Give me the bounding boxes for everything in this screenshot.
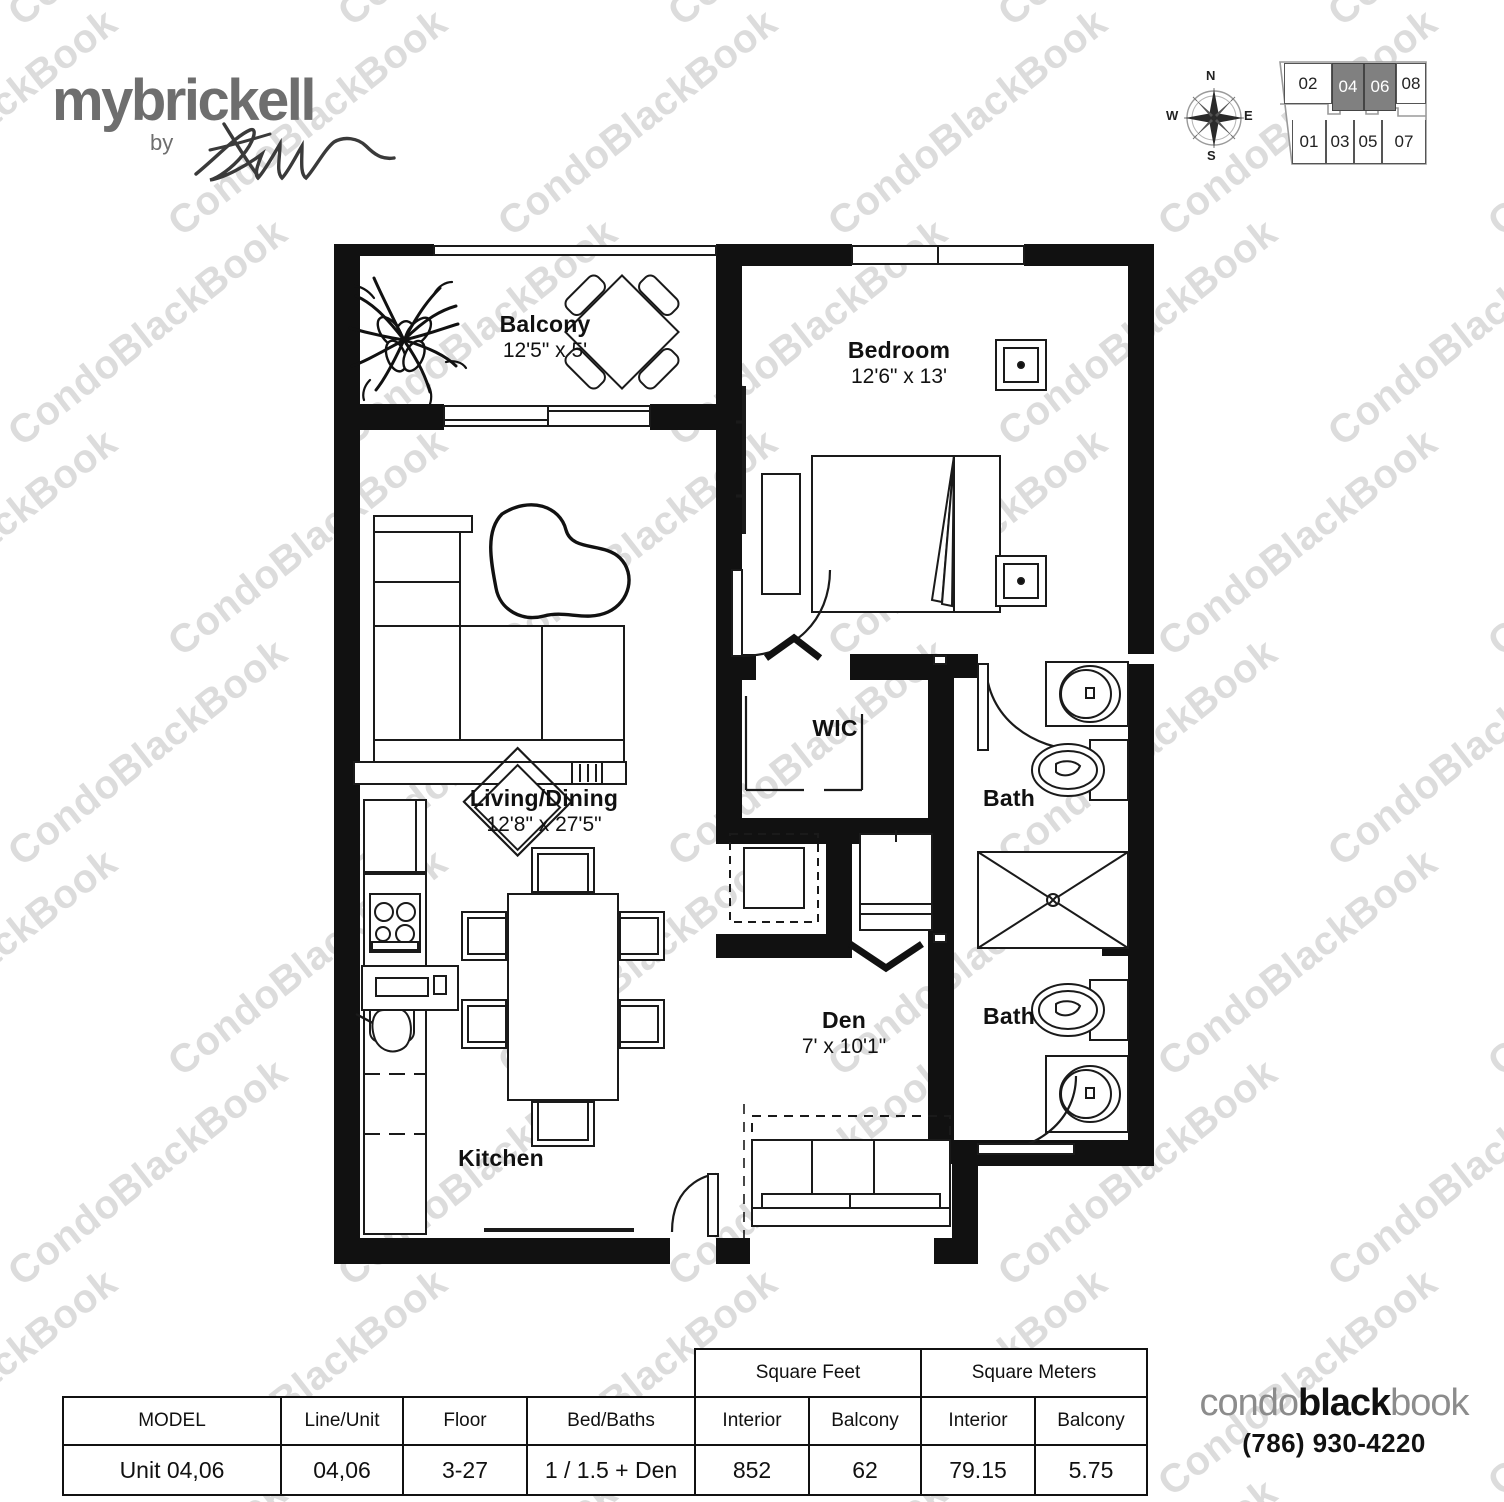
- watermark-text: CondoBlackBook: [1150, 420, 1446, 665]
- column-header-sf-interior: Interior: [694, 1396, 810, 1446]
- key-plan-unit-02[interactable]: 02: [1284, 63, 1332, 104]
- compass-needle-icon: [1184, 88, 1244, 148]
- wall-laundry-divider: [826, 818, 852, 958]
- wall-laundry-bottom-left: [716, 934, 828, 958]
- watermark-text: CondoBlackBook: [1480, 0, 1504, 245]
- wall-balcony-right: [716, 244, 742, 416]
- wall-bath-corner-top: [954, 654, 978, 678]
- watermark-text: CondoBlackBook: [1150, 840, 1446, 1085]
- column-header-model: MODEL: [62, 1396, 282, 1446]
- watermark-text: CondoBlackBook: [0, 1050, 296, 1295]
- watermark-text: CondoBlackBook: [1320, 0, 1504, 35]
- logo-part-book: book: [1390, 1382, 1469, 1424]
- group-header-spacer: [63, 1349, 695, 1397]
- watermark-text: CondoBlackBook: [0, 840, 126, 1085]
- compass-north-label: N: [1206, 68, 1216, 83]
- logo-by-text: by: [150, 130, 174, 155]
- wall-den-right: [928, 934, 954, 1164]
- phone-number[interactable]: (786) 930-4220: [1242, 1428, 1426, 1458]
- compass-west-label: W: [1166, 108, 1179, 123]
- column-header-sm-interior: Interior: [920, 1396, 1036, 1446]
- compass-east-label: E: [1244, 108, 1253, 123]
- key-plan-unit-04[interactable]: 04: [1332, 63, 1364, 111]
- wall-bedroom-top-right: [1024, 244, 1154, 266]
- column-header-line-unit: Line/Unit: [280, 1396, 404, 1446]
- watermark-text: CondoBlackBook: [0, 210, 296, 455]
- condoblackbook-logo: condoblackbook: [1184, 1384, 1484, 1422]
- wall-bottom-entry-right: [716, 1238, 750, 1264]
- cell-floor: 3-27: [402, 1444, 528, 1496]
- column-header-floor: Floor: [402, 1396, 528, 1446]
- table-column-header-row: MODEL Line/Unit Floor Bed/Baths Interior…: [62, 1396, 1148, 1446]
- logo-part-black: black: [1297, 1382, 1391, 1424]
- cell-model: Unit 04,06: [62, 1444, 282, 1496]
- wall-bottom-left: [334, 1238, 670, 1264]
- logo-part-condo: condo: [1199, 1382, 1299, 1424]
- cell-line-unit: 04,06: [280, 1444, 404, 1496]
- unit-spec-table: Square Feet Square Meters MODEL Line/Uni…: [62, 1348, 1148, 1496]
- wall-right-exterior: [1128, 664, 1154, 1166]
- wall-wic-top-left: [716, 654, 756, 680]
- wall-balcony-top-left: [360, 244, 434, 256]
- wall-bedroom-top-left: [716, 244, 852, 266]
- watermark-text: CondoBlackBook: [990, 0, 1286, 35]
- wall-bedroom-right: [1128, 244, 1154, 654]
- plan-fixtures-overlay: [348, 245, 1129, 1238]
- floor-plan: Balcony 12'5" x 5' Bedroom 12'6" x 13' L…: [334, 244, 1154, 1264]
- key-plan-unit-03[interactable]: 03: [1326, 120, 1354, 164]
- room-label-bath-lower: Bath: [983, 1003, 1035, 1029]
- watermark-text: CondoBlackBook: [330, 0, 626, 35]
- column-header-bed-baths: Bed/Baths: [526, 1396, 696, 1446]
- cell-bed-baths: 1 / 1.5 + Den: [526, 1444, 696, 1496]
- compass-rose: N W E S: [1166, 68, 1258, 166]
- room-label-kitchen: Kitchen: [458, 1145, 544, 1171]
- logo-wordmark: mybrickell: [52, 68, 316, 133]
- room-label-wic: WIC: [812, 715, 858, 741]
- watermark-text: CondoBlackBook: [0, 420, 126, 665]
- key-plan-unit-05[interactable]: 05: [1354, 120, 1382, 164]
- wall-wic-left: [716, 654, 742, 844]
- column-header-sm-balcony: Balcony: [1034, 1396, 1148, 1446]
- spec-table: Square Feet Square Meters MODEL Line/Uni…: [62, 1348, 1148, 1496]
- watermark-text: CondoBlackBook: [1480, 420, 1504, 665]
- watermark-text: CondoBlackBook: [0, 0, 296, 35]
- group-header-square-feet: Square Feet: [694, 1348, 922, 1398]
- key-plan-unit-01[interactable]: 01: [1292, 120, 1326, 164]
- cell-sf-interior: 852: [694, 1444, 810, 1496]
- cell-sf-balcony: 62: [808, 1444, 922, 1496]
- watermark-text: CondoBlackBook: [820, 0, 1116, 245]
- logo-signature-icon: [194, 122, 396, 182]
- watermark-text: CondoBlackBook: [1480, 1260, 1504, 1502]
- watermark-text: CondoBlackBook: [1480, 840, 1504, 1085]
- room-label-bedroom: Bedroom 12'6" x 13': [847, 337, 951, 389]
- room-label-balcony: Balcony 12'5" x 5': [499, 311, 591, 363]
- watermark-text: CondoBlackBook: [1320, 210, 1504, 455]
- watermark-text: CondoBlackBook: [660, 0, 956, 35]
- room-label-den: Den 7' x 10'1": [801, 1007, 887, 1059]
- wall-wic-right: [928, 654, 954, 844]
- key-plan: 02 04 06 08 01 03 05 07: [1270, 58, 1430, 168]
- mybrickell-logo: mybrickell by: [52, 68, 396, 182]
- column-header-sf-balcony: Balcony: [808, 1396, 922, 1446]
- watermark-text: CondoBlackBook: [1320, 1050, 1504, 1295]
- cell-sm-interior: 79.15: [920, 1444, 1036, 1496]
- key-plan-unit-08[interactable]: 08: [1396, 63, 1426, 104]
- room-label-bath-upper: Bath: [983, 785, 1035, 811]
- wall-living-left: [334, 416, 360, 1264]
- group-header-square-meters: Square Meters: [920, 1348, 1148, 1398]
- key-plan-unit-06[interactable]: 06: [1364, 63, 1396, 111]
- condoblackbook-footer: condoblackbook (786) 930-4220: [1184, 1384, 1484, 1459]
- key-plan-unit-07[interactable]: 07: [1382, 120, 1426, 164]
- table-row: Unit 04,06 04,06 3-27 1 / 1.5 + Den 852 …: [62, 1444, 1148, 1496]
- table-group-header-row: Square Feet Square Meters: [63, 1348, 1148, 1398]
- watermark-text: CondoBlackBook: [0, 630, 296, 875]
- cell-sm-balcony: 5.75: [1034, 1444, 1148, 1496]
- watermark-text: CondoBlackBook: [490, 0, 786, 245]
- room-label-living-dining: Living/Dining 12'8" x 27'5": [469, 785, 619, 837]
- watermark-text: CondoBlackBook: [1320, 630, 1504, 875]
- watermark-text: CondoBlackBook: [1320, 1470, 1504, 1502]
- compass-south-label: S: [1207, 148, 1216, 163]
